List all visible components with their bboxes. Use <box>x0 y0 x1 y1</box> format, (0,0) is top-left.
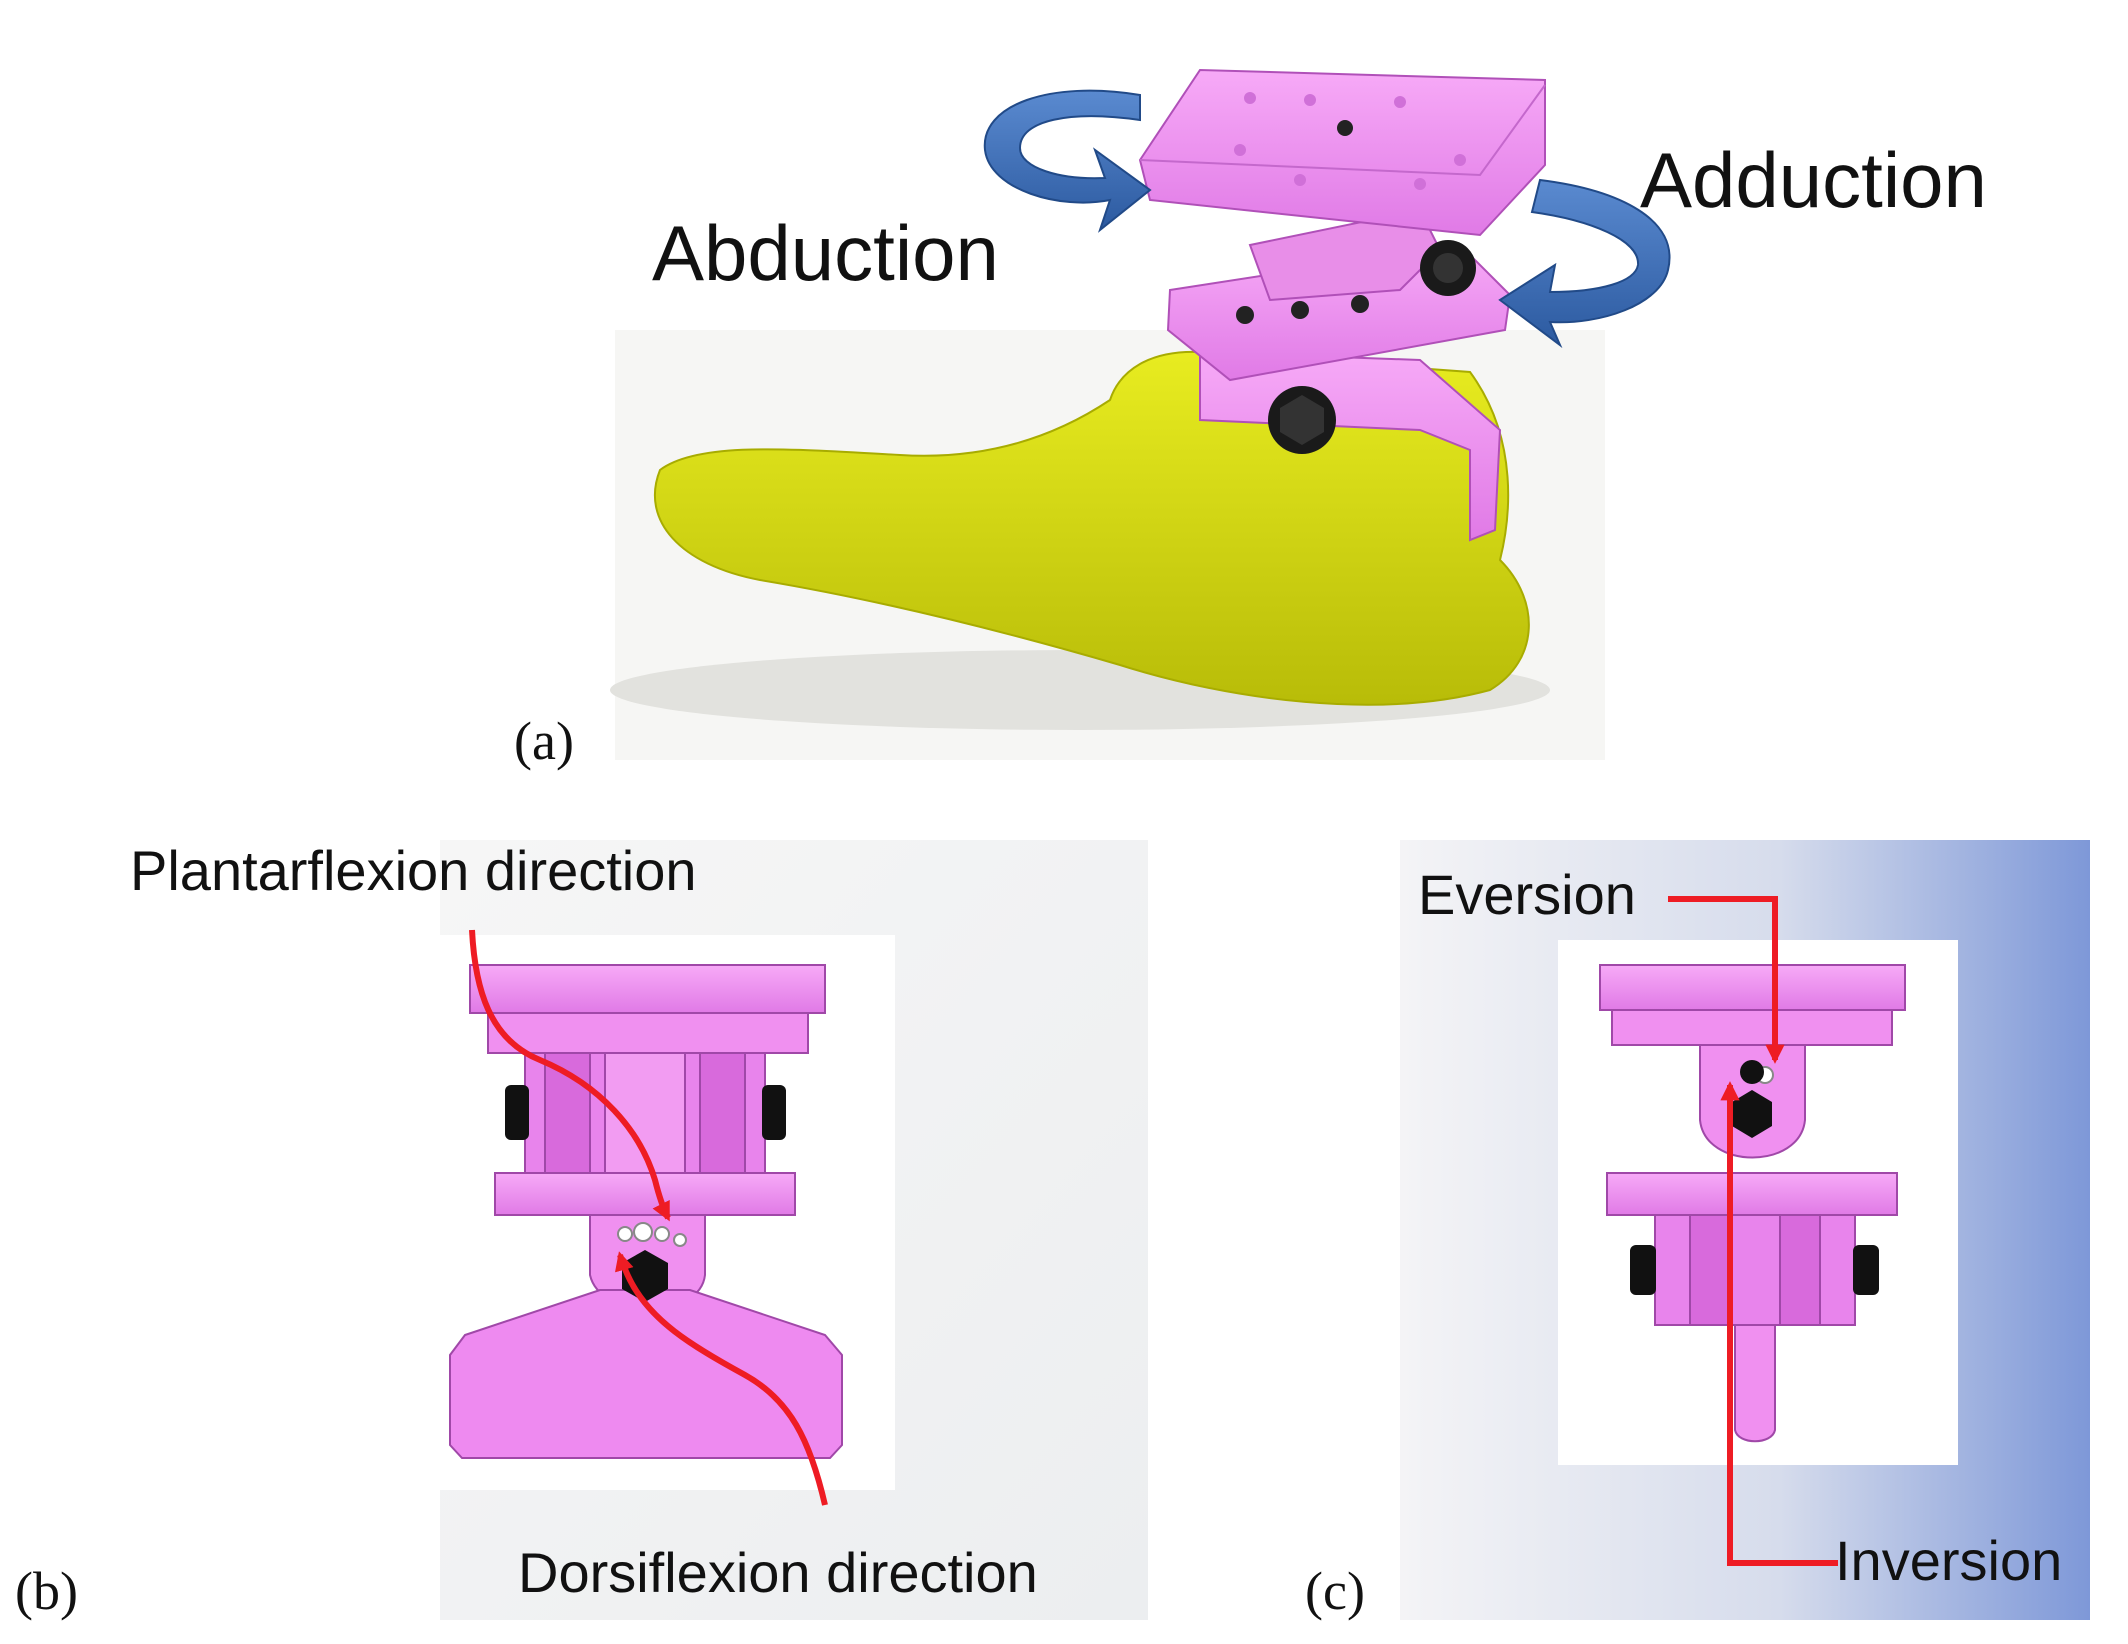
abduction-label: Abduction <box>652 209 999 297</box>
c-lower-tab <box>1734 1324 1776 1443</box>
top-center-hole <box>1337 120 1353 136</box>
inversion-arrow <box>1720 1081 1838 1566</box>
dorsiflexion-arrow <box>614 1251 828 1506</box>
c-ankle-bolt <box>1732 1090 1772 1138</box>
eversion-label: Eversion <box>1418 863 1636 926</box>
c-middle-plate <box>1606 1172 1898 1216</box>
c-bolt-left <box>1630 1245 1656 1295</box>
b-bolt-right <box>762 1085 786 1140</box>
plate-holes <box>1234 92 1466 190</box>
panel-b-image <box>440 840 1148 1620</box>
dorsiflexion-label: Dorsiflexion direction <box>518 1541 1038 1604</box>
bolt-front <box>1268 386 1336 454</box>
b-bolt-left <box>505 1085 529 1140</box>
plantarflexion-arrow <box>469 929 671 1222</box>
panel-a-label: (a) <box>514 711 574 771</box>
panel-c-label: (c) <box>1305 1561 1365 1621</box>
adduction-arrow <box>1498 178 1671 349</box>
adduction-label: Adduction <box>1640 136 1987 224</box>
eversion-arrow <box>1668 896 1785 1064</box>
b-joint-detail <box>617 1222 687 1247</box>
plantarflexion-label: Plantarflexion direction <box>130 839 697 902</box>
c-top-plate <box>1599 964 1906 1011</box>
inversion-label: Inversion <box>1835 1529 2063 1592</box>
c-bolt-right <box>1853 1245 1879 1295</box>
panel-c-image <box>1400 840 2090 1620</box>
bolt-side <box>1420 240 1476 296</box>
panel-a-image <box>610 68 1671 760</box>
abduction-arrow <box>983 89 1152 233</box>
b-middle-plate <box>494 1172 796 1216</box>
panel-b-label: (b) <box>15 1561 78 1621</box>
top-plate <box>1138 68 1546 237</box>
b-top-plate <box>469 964 826 1014</box>
lower-plate-holes <box>1236 295 1369 324</box>
